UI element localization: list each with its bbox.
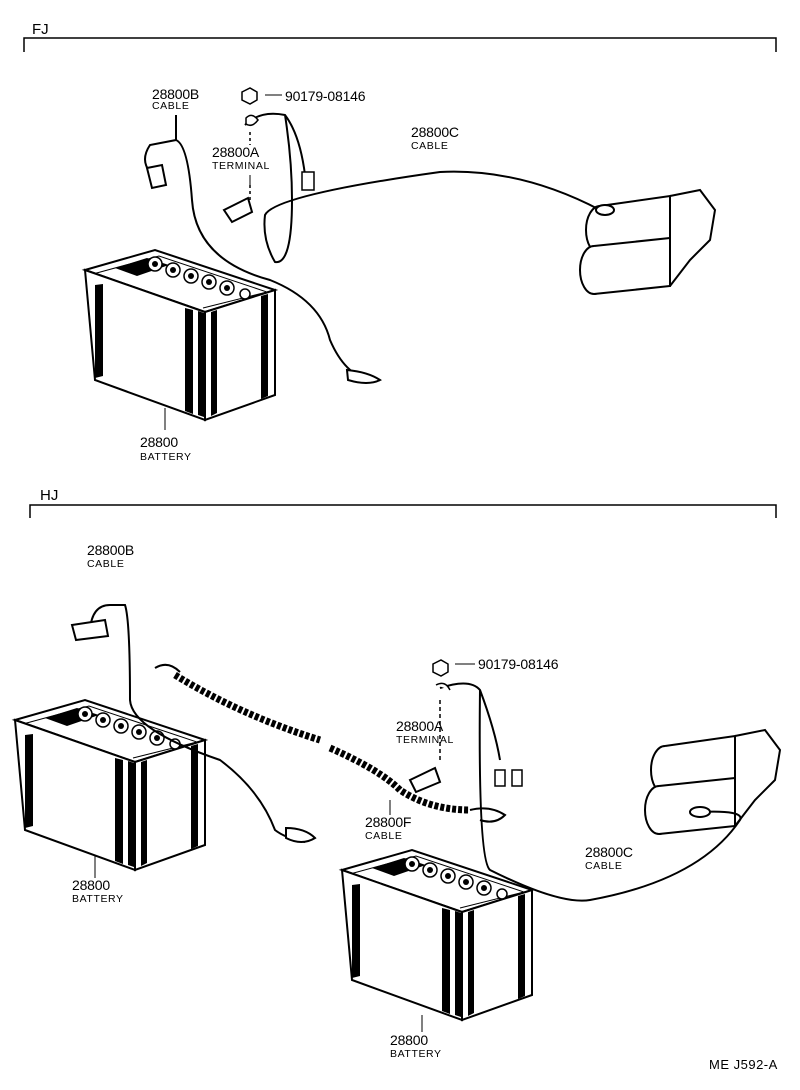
fj-part-name-cable-c: CABLE xyxy=(411,140,449,152)
fj-part-name-battery: BATTERY xyxy=(140,451,192,463)
hj-part-name-cable-f: CABLE xyxy=(365,830,403,842)
fj-part-name-terminal: TERMINAL xyxy=(212,160,270,172)
fj-part-number-28800a: 28800A xyxy=(212,144,260,160)
fj-part-number-28800c: 28800C xyxy=(411,124,459,140)
hj-part-number-28800-right: 28800 xyxy=(390,1032,428,1048)
hj-part-number-28800b: 28800B xyxy=(87,542,135,558)
hj-part-number-28800a: 28800A xyxy=(396,718,444,734)
fj-part-number-28800b: 28800B xyxy=(152,86,200,102)
hj-part-number-28800f: 28800F xyxy=(365,814,412,830)
footer-code: ME J592-A xyxy=(709,1057,778,1072)
section-label-fj: FJ xyxy=(32,21,49,38)
hj-part-number-nut: 90179-08146 xyxy=(478,656,559,672)
section-label-hj: HJ xyxy=(40,487,59,504)
hj-part-name-cable-b: CABLE xyxy=(87,558,125,570)
hj-part-name-cable-c: CABLE xyxy=(585,860,623,872)
fj-part-name-cable-b: CABLE xyxy=(152,100,190,112)
hj-part-name-terminal: TERMINAL xyxy=(396,734,454,746)
hj-part-number-28800c: 28800C xyxy=(585,844,633,860)
hj-part-name-battery-right: BATTERY xyxy=(390,1048,442,1060)
fj-part-number-28800: 28800 xyxy=(140,434,178,450)
fj-part-number-nut: 90179-08146 xyxy=(285,88,366,104)
hj-part-number-28800-left: 28800 xyxy=(72,877,110,893)
hj-part-name-battery-left: BATTERY xyxy=(72,893,124,905)
